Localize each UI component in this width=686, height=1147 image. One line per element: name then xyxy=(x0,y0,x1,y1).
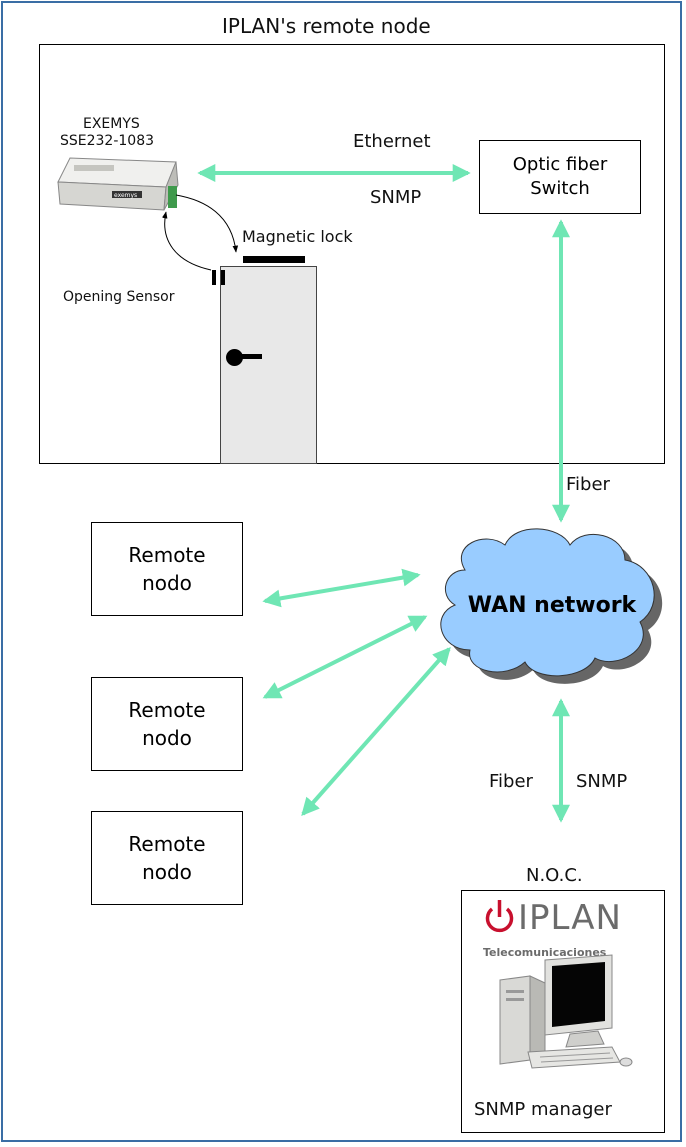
switch-label-line2: Switch xyxy=(530,178,590,199)
iplan-logo-text: IPLAN xyxy=(518,898,622,938)
ethernet-label: Ethernet xyxy=(353,131,431,152)
magnetic-lock-label: Magnetic lock xyxy=(242,227,353,246)
remote-nodo-2-line1: Remote xyxy=(128,698,206,722)
fiber-label-top: Fiber xyxy=(566,474,610,495)
remote-nodo-3-line2: nodo xyxy=(142,860,192,884)
iplan-power-logo-icon xyxy=(485,900,514,933)
exemys-device-icon: exemys xyxy=(57,157,179,211)
noc-title: N.O.C. xyxy=(526,865,583,886)
remote-nodo-1-line1: Remote xyxy=(128,543,206,567)
door-handle-bar xyxy=(240,354,262,359)
snmp-manager-label: SNMP manager xyxy=(474,1099,612,1120)
remote-nodo-2-line2: nodo xyxy=(142,726,192,750)
snmp-label-bottom: SNMP xyxy=(576,771,628,792)
remote-nodo-3-line1: Remote xyxy=(128,832,206,856)
switch-label-line1: Optic fiber xyxy=(512,154,608,175)
remote-arrow-2 xyxy=(262,615,428,699)
device-model: SSE232-1083 xyxy=(60,133,155,149)
wan-cloud-label: WAN network xyxy=(468,593,638,618)
opening-sensor-right xyxy=(221,270,225,285)
fiber-label-bottom: Fiber xyxy=(489,771,533,792)
snmp-label-top: SNMP xyxy=(370,187,422,208)
remote-nodo-1-line2: nodo xyxy=(142,571,192,595)
remote-arrow-1 xyxy=(262,568,421,608)
remote-arrow-3 xyxy=(301,646,451,817)
opening-sensor-left xyxy=(212,270,216,285)
remote-nodo-box-2: Remote nodo xyxy=(91,677,243,771)
remote-node-title: IPLAN's remote node xyxy=(222,14,431,38)
device-case-label: exemys xyxy=(114,192,137,199)
device-brand: EXEMYS xyxy=(83,116,140,132)
door-handle-knob xyxy=(226,349,243,366)
magnetic-lock-bar xyxy=(243,256,305,263)
remote-nodo-box-1: Remote nodo xyxy=(91,522,243,616)
iplan-logo-subtitle: Telecomunicaciones xyxy=(483,946,607,959)
computer-icon xyxy=(499,954,633,1069)
opening-sensor-label: Opening Sensor xyxy=(63,289,175,305)
optic-fiber-switch-box: Optic fiber Switch xyxy=(479,140,641,214)
remote-nodo-box-3: Remote nodo xyxy=(91,811,243,905)
wan-cloud: WAN network xyxy=(440,528,663,684)
